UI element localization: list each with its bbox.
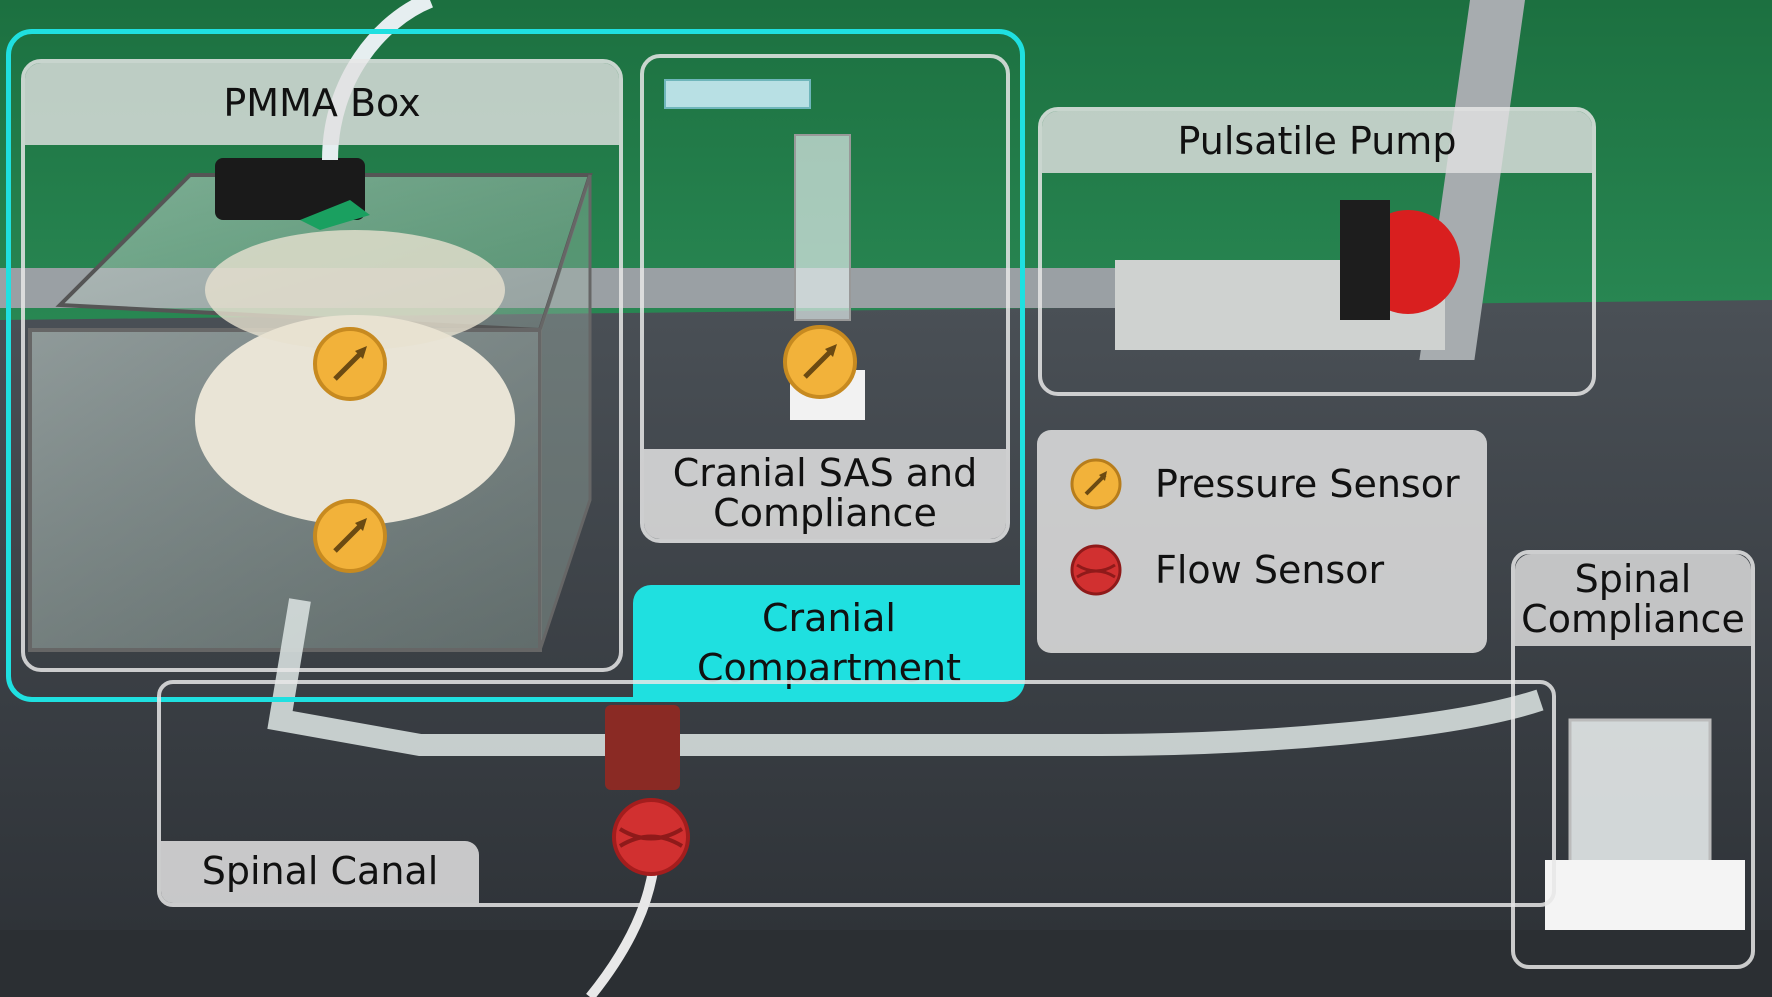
bench-front-edge — [0, 930, 1772, 997]
spinal-compliance-base — [1545, 860, 1745, 930]
pressure-sensor-marker-box-bottom — [313, 499, 387, 573]
flow-sensor-body — [605, 705, 680, 790]
legend-pressure-row: Pressure Sensor — [1069, 454, 1460, 514]
acrylic-box-side — [538, 174, 592, 651]
pressure-sensor-marker-box-top — [313, 327, 387, 401]
legend-pressure-label: Pressure Sensor — [1155, 462, 1460, 506]
compliance-column — [794, 134, 851, 321]
ball-icon — [1070, 544, 1122, 596]
flow-sensor-marker-spinal — [612, 798, 690, 876]
skull-model — [195, 315, 515, 525]
pressure-sensor-marker-sas — [783, 325, 857, 399]
pump-motor — [1340, 200, 1390, 320]
spinal-compliance-label: Spinal Compliance — [1515, 554, 1751, 646]
pulsatile-pump-panel: Pulsatile Pump — [1038, 107, 1596, 396]
gauge-arrow-icon — [1070, 458, 1122, 510]
cranial-sas-label: Cranial SAS and Compliance — [644, 449, 1006, 539]
cranial-sas-panel: Cranial SAS and Compliance — [640, 54, 1010, 543]
spinal-compliance-panel: Spinal Compliance — [1511, 550, 1755, 969]
spinal-canal-panel: Spinal Canal — [157, 680, 1556, 907]
tube-spinal — [267, 598, 1544, 756]
skull-cap — [205, 230, 505, 350]
green-valve — [300, 200, 370, 230]
pulsatile-pump-label: Pulsatile Pump — [1042, 111, 1592, 173]
spinal-canal-label: Spinal Canal — [161, 841, 479, 903]
legend-flow-row: Flow Sensor — [1069, 540, 1384, 600]
pmma-box-label: PMMA Box — [25, 63, 619, 145]
pmma-box-panel: PMMA Box — [21, 59, 623, 672]
legend-flow-label: Flow Sensor — [1155, 548, 1385, 592]
sensor-legend: Pressure Sensor Flow Sensor — [1037, 430, 1487, 653]
box-lid-device — [215, 158, 365, 220]
cranial-compartment-outline — [6, 29, 1025, 702]
syringe — [664, 79, 811, 109]
